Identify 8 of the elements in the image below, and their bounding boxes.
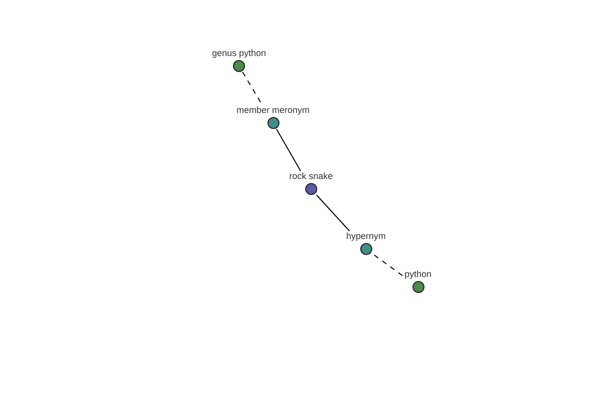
connector-line xyxy=(316,194,350,232)
node-label: genus python xyxy=(212,48,266,58)
node-label: hypernym xyxy=(346,231,386,241)
node-label: rock snake xyxy=(289,171,333,181)
node-label: python xyxy=(404,269,432,279)
dashed-connector xyxy=(374,254,405,278)
connector-line xyxy=(276,128,302,172)
node-label: member meronym xyxy=(236,105,310,115)
